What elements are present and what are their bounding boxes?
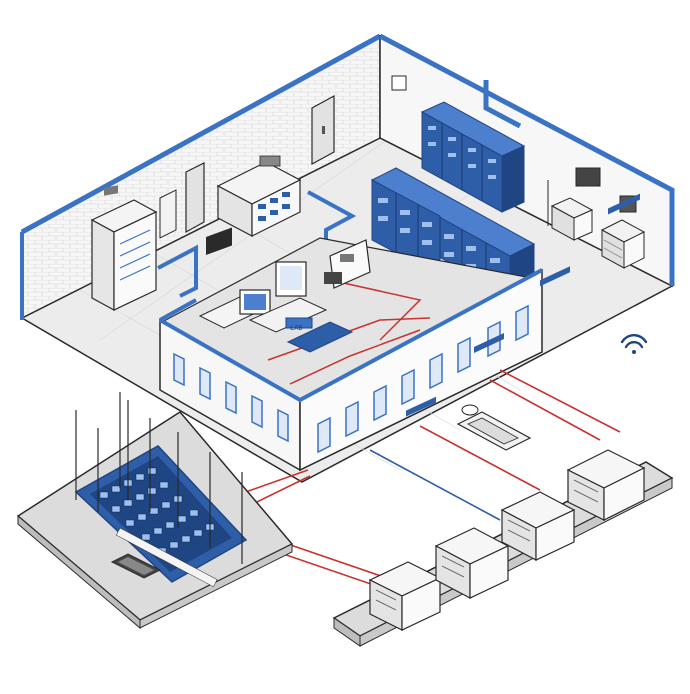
office-windows-right [317, 304, 529, 454]
antenna-masts [75, 392, 243, 564]
equipment-cart-2 [600, 219, 646, 269]
wall-monitor [575, 167, 601, 187]
data-center-platform [16, 392, 294, 630]
wall-display-board [324, 239, 371, 289]
sink-unit [456, 404, 532, 451]
office-windows-left [173, 352, 289, 443]
left-wall-accent [20, 33, 382, 235]
rack-front-strip [115, 527, 218, 588]
side-door [185, 162, 205, 234]
wall-box [159, 189, 177, 239]
operations-room [159, 227, 544, 472]
electrical-cabinet [90, 185, 158, 312]
remote-server-unit-2 [434, 332, 510, 599]
workstation-1 [198, 227, 272, 329]
right-wall-accent [378, 33, 675, 286]
overhead-duct [483, 80, 522, 129]
rack-modules [99, 467, 215, 555]
room-sign: LAB [290, 324, 303, 332]
server-rack-row-back [420, 101, 526, 213]
control-terminal [110, 553, 162, 579]
utility-cabinet [216, 155, 302, 237]
floor-cables-red [267, 279, 431, 385]
remote-server-unit-3 [500, 266, 576, 561]
equipment-cart-1 [547, 180, 594, 241]
workstation-2 [248, 261, 328, 333]
office-wall-accent [159, 268, 543, 403]
remote-server-unit-4 [566, 193, 646, 521]
remote-server-unit-1 [368, 396, 442, 631]
back-door [311, 94, 335, 166]
wall-panel [391, 75, 407, 91]
ceiling-cable-tray [157, 244, 198, 298]
desk-equipment [285, 317, 354, 353]
wifi-icon [620, 334, 648, 354]
